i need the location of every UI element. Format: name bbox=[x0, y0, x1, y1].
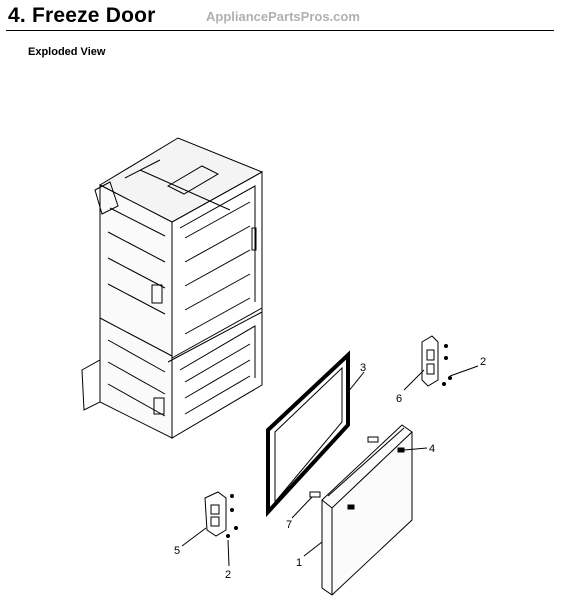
callout-1: 1 bbox=[296, 557, 302, 569]
leader-1 bbox=[303, 541, 323, 557]
leader-5 bbox=[181, 527, 207, 547]
section-label: Exploded View bbox=[28, 46, 106, 58]
callout-6: 6 bbox=[396, 393, 402, 405]
leader-7 bbox=[291, 496, 313, 519]
cabinet bbox=[81, 137, 264, 439]
callout-7: 7 bbox=[286, 519, 292, 531]
callout-2-upper: 2 bbox=[480, 356, 486, 368]
page-title: 4. Freeze Door bbox=[8, 4, 156, 27]
leader-6 bbox=[403, 369, 425, 391]
header-bar: 4. Freeze Door AppliancePartsPros.com bbox=[6, 2, 554, 31]
leader-3 bbox=[347, 371, 365, 393]
leader-2b bbox=[227, 539, 230, 567]
watermark: AppliancePartsPros.com bbox=[206, 9, 360, 24]
callout-2-lower: 2 bbox=[225, 569, 231, 581]
bracket-7 bbox=[309, 491, 321, 498]
leader-4 bbox=[403, 447, 428, 451]
door-gasket bbox=[266, 350, 350, 518]
hinge-upper bbox=[421, 335, 452, 387]
callout-5: 5 bbox=[174, 545, 180, 557]
freezer-door bbox=[321, 424, 413, 596]
leader-2a bbox=[449, 365, 479, 377]
bracket-top bbox=[367, 436, 379, 443]
callout-3: 3 bbox=[360, 362, 366, 374]
callout-4: 4 bbox=[429, 443, 435, 455]
hinge-lower bbox=[204, 491, 238, 538]
